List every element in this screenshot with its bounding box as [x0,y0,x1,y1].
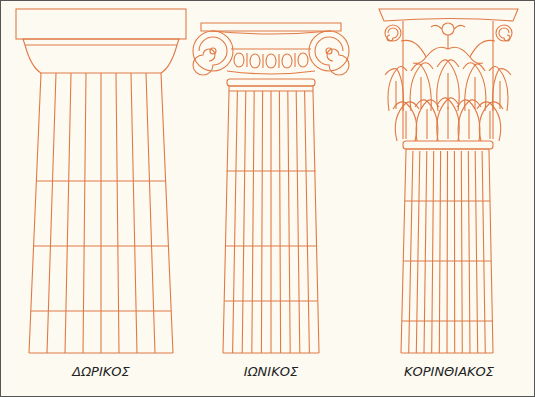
label-holder: ΚΟΡΙΝΘΙΑΚΟΣ [362,363,535,385]
column-order-name: ΔΩΡΙΚΟΣ [14,363,188,381]
doric-column [16,9,186,353]
column-order-name: ΚΟΡΙΝΘΙΑΚΟΣ [362,363,535,381]
ionic-column [193,23,349,353]
corinthian-column [379,9,518,353]
label-holder: ΙΩΝΙΚΟΣ [184,363,358,385]
label-holder: ΔΩΡΙΚΟΣ [14,363,188,385]
column-order-name: ΙΩΝΙΚΟΣ [184,363,358,381]
